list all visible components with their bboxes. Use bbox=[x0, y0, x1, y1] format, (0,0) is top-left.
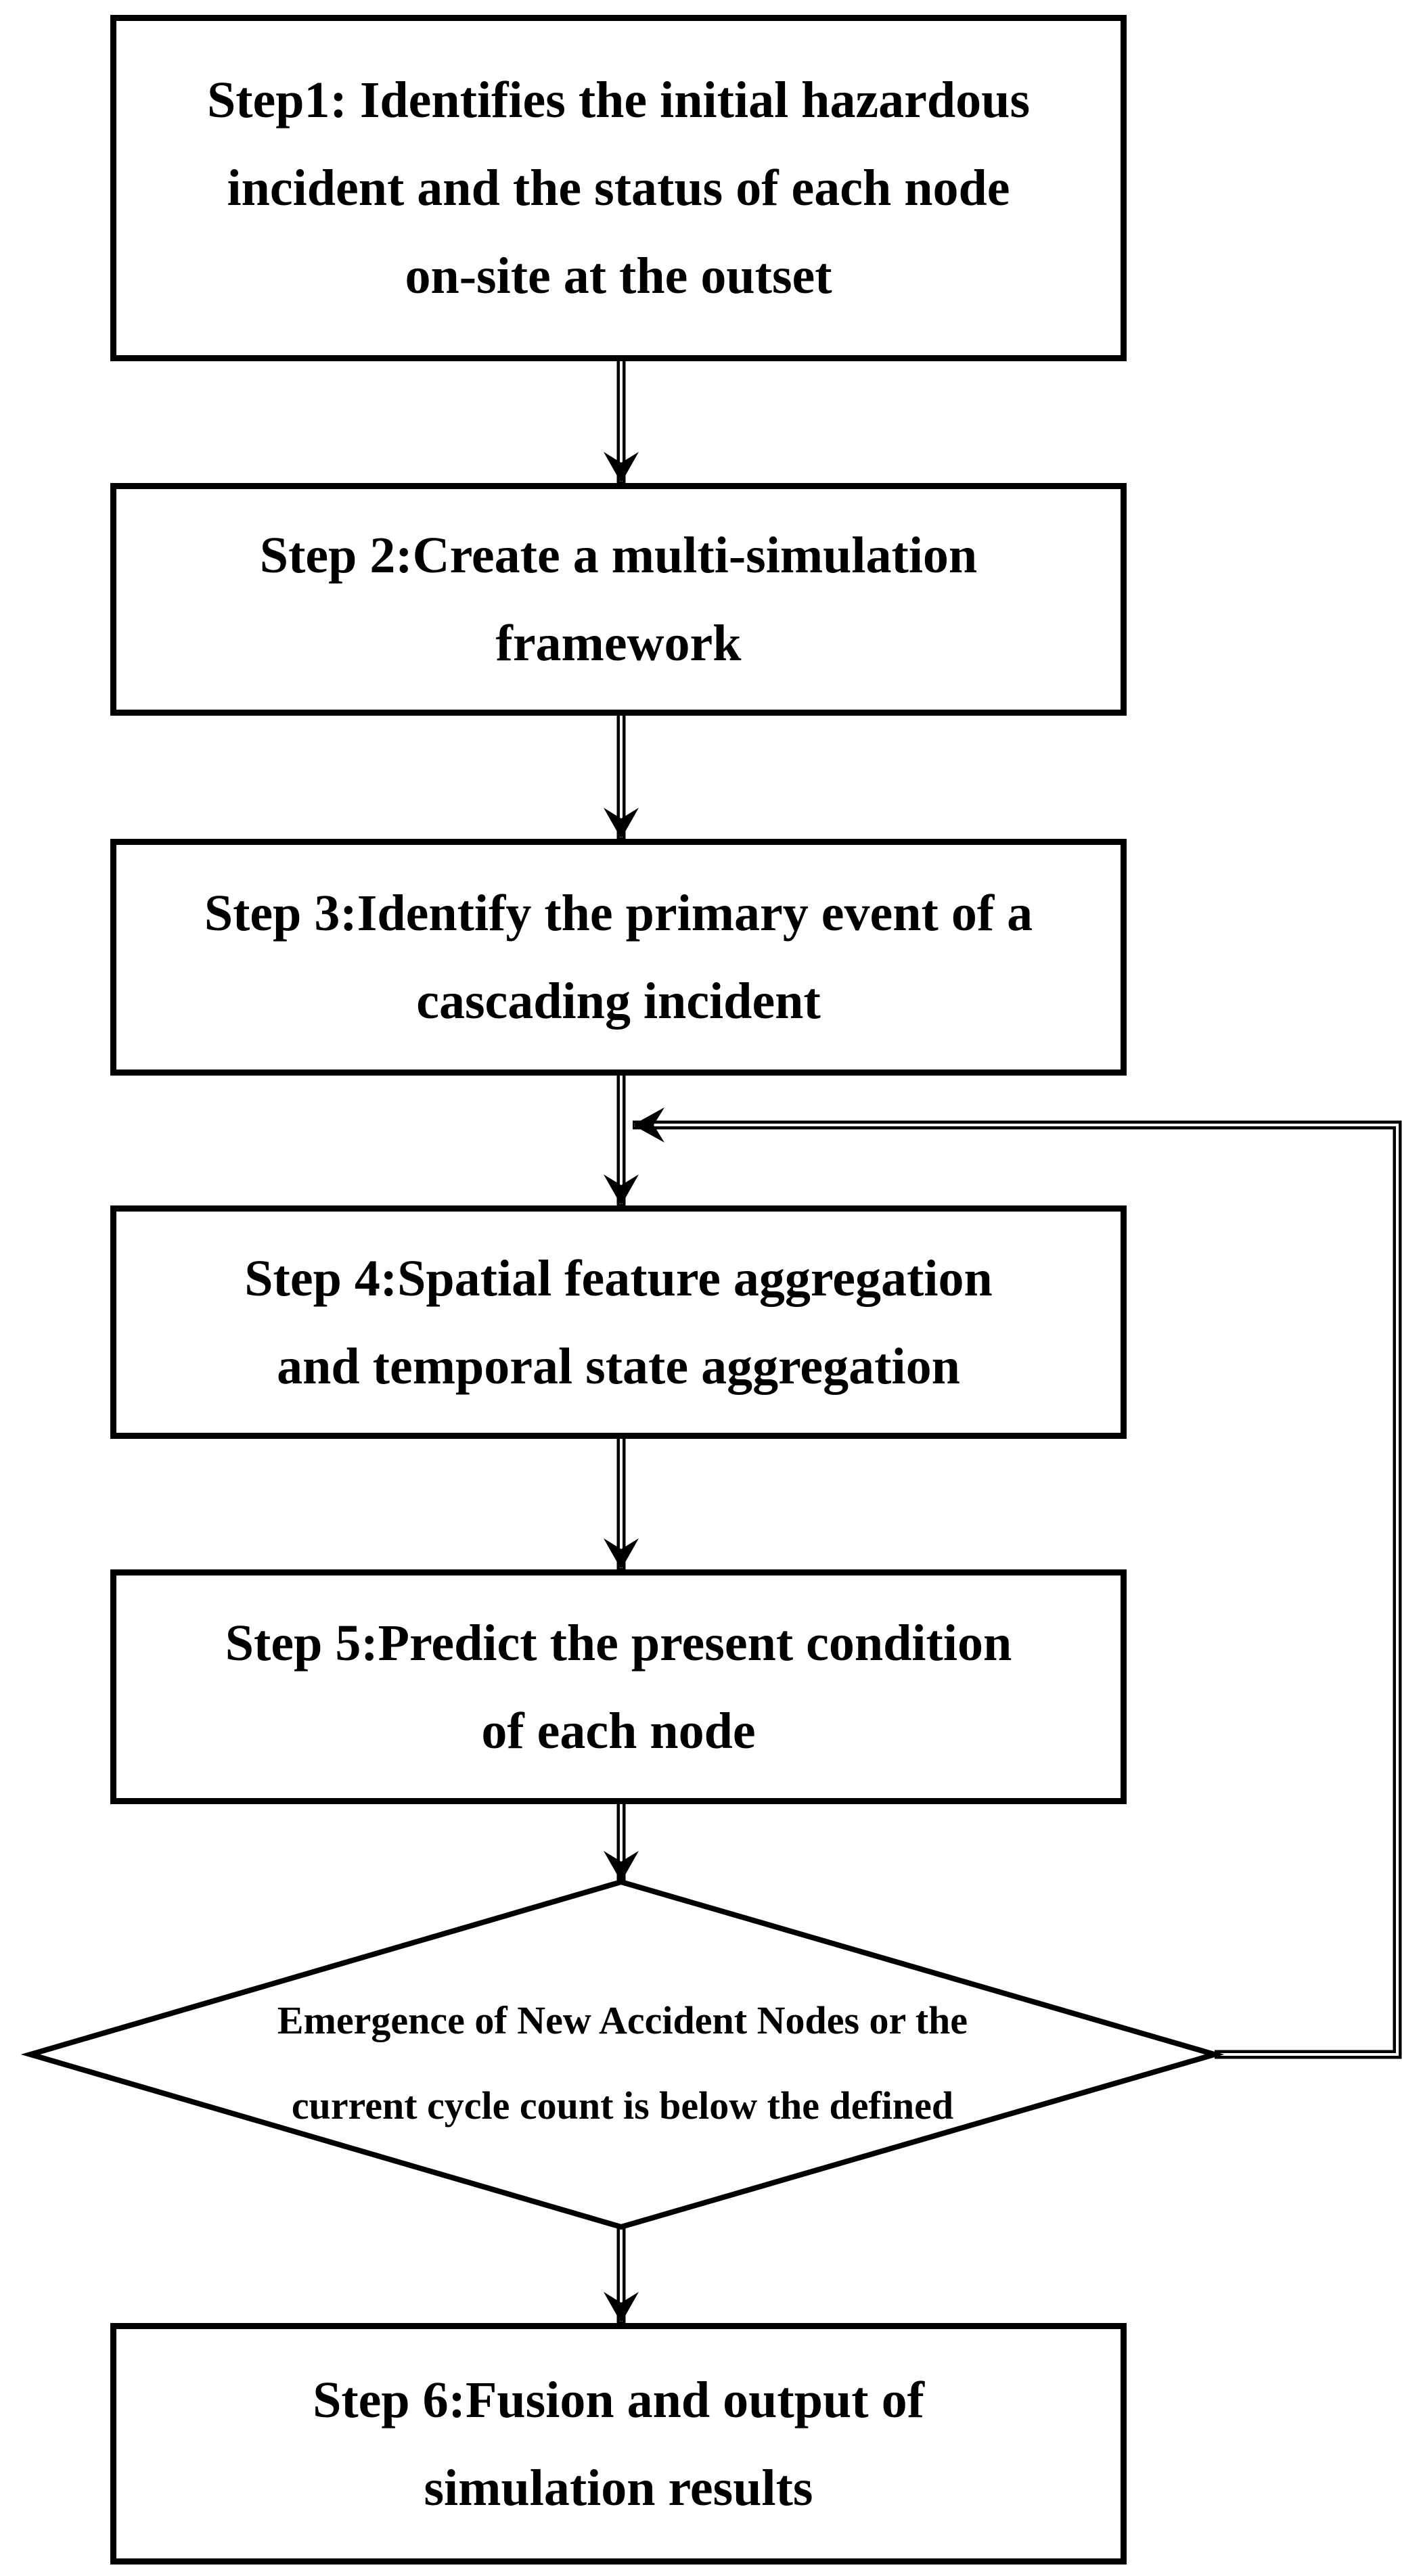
feedback-loop-gap bbox=[634, 1124, 1399, 2056]
decision-text-line: current cycle count is below the defined bbox=[291, 2084, 954, 2128]
node-text-line: Step 6:Fusion and output of bbox=[313, 2371, 924, 2429]
node-text-line: Step1: Identifies the initial hazardous bbox=[206, 72, 1031, 129]
node-text-line: Step 4:Spatial feature aggregation bbox=[244, 1249, 993, 1307]
decision-diamond bbox=[20, 1879, 1225, 2230]
arrowheads bbox=[604, 452, 664, 2323]
node-text-line: Step 2:Create a multi-simulation bbox=[259, 527, 978, 584]
feedback-loop-arrowhead bbox=[633, 1107, 664, 1143]
node-step5: Step 5:Predict the present condition of … bbox=[110, 1569, 1127, 1804]
node-step3: Step 3:Identify the primary event of a c… bbox=[110, 839, 1127, 1076]
arrow-step5-decision-head bbox=[604, 1851, 639, 1882]
node-text-line: of each node bbox=[481, 1702, 756, 1760]
node-text-line: incident and the status of each node bbox=[227, 160, 1010, 216]
node-step4: Step 4:Spatial feature aggregation and t… bbox=[110, 1205, 1127, 1439]
arrow-decision-step6-head bbox=[604, 2292, 639, 2323]
decision-text-line: Emergence of New Accident Nodes or the bbox=[277, 1998, 968, 2042]
arrow-step2-step3-head bbox=[604, 808, 639, 839]
arrow-step4-step5-head bbox=[604, 1538, 639, 1569]
node-step1: Step1: Identifies the initial hazardous … bbox=[110, 15, 1127, 361]
node-text-line: cascading incident bbox=[416, 973, 821, 1030]
arrow-step1-step2-head bbox=[604, 452, 639, 483]
node-text-line: Step 5:Predict the present condition bbox=[225, 1614, 1012, 1672]
node-text-line: Step 3:Identify the primary event of a bbox=[204, 885, 1033, 942]
node-step2: Step 2:Create a multi-simulation framewo… bbox=[110, 483, 1127, 716]
node-text-line: and temporal state aggregation bbox=[277, 1337, 960, 1395]
arrow-step3-step4-head bbox=[604, 1174, 639, 1205]
node-text-line: on-site at the outset bbox=[405, 248, 832, 304]
node-step6: Step 6:Fusion and output of simulation r… bbox=[110, 2323, 1127, 2564]
node-text-line: simulation results bbox=[424, 2459, 813, 2516]
node-text-line: framework bbox=[495, 615, 742, 672]
